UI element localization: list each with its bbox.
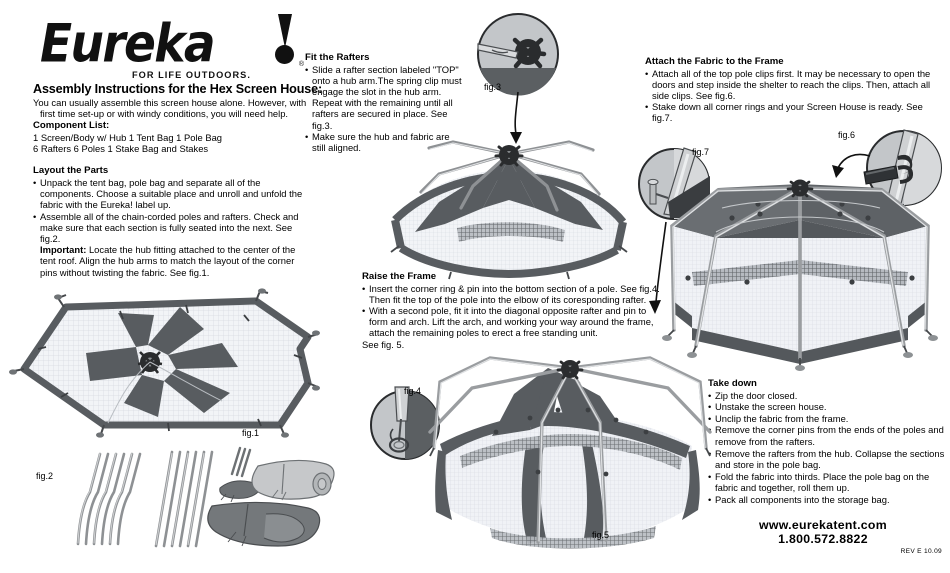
figure-2-label: fig.2 [36,471,54,481]
figure-3-label: fig.3 [484,82,502,92]
fit-the-rafters-bullets: Slide a rafter section labeled "TOP" ont… [305,64,463,154]
list-item: Unclip the fabric from the frame. [708,413,946,425]
raise-the-frame-trailing: See fig. 5. [362,338,405,350]
list-item: Fold the fabric into thirds. Place the p… [708,471,946,494]
figure-1-label: fig.1 [242,428,260,438]
hub-fitting [494,145,524,167]
layout-the-parts-bullets: Unpack the tent bag, pole bag and separa… [33,177,311,244]
brand-name: Eureka [40,13,216,76]
footer: www.eurekatent.com 1.800.572.8822 REV E … [700,518,946,555]
important-note: Locate the hub fitting attached to the c… [40,244,296,278]
figure-5-label: fig.5 [592,530,610,540]
figure-7-corner-ring-callout [638,147,710,220]
important-label: Important: [40,244,87,256]
list-item: Attach all of the top pole clips first. … [645,68,941,102]
hub-fitting-zoom [510,37,547,69]
list-item: With a second pole, fit it into the diag… [362,305,662,339]
phone-number[interactable]: 1.800.572.8822 [778,532,868,546]
list-item: Stake down all corner rings and your Scr… [645,101,941,123]
hub-fitting [786,179,814,198]
figure-1-fabric-layout [9,288,320,438]
registered-trademark: ® [298,61,304,68]
component-list-line-1: 1 Screen/Body w/ Hub 1 Tent Bag 1 Pole B… [33,132,223,143]
column-attach-the-fabric: Attach the Fabric to the Frame Attach al… [645,56,941,124]
list-item: Unstake the screen house. [708,401,946,413]
completed-screen-house-illustration [662,179,938,371]
list-item: Unpack the tent bag, pole bag and separa… [33,177,311,211]
figure-4-corner-ring-pin-callout [370,386,440,460]
figure-3-hub-detail-callout [477,13,559,96]
figure-5-erected-frame-illustration [428,356,712,549]
list-item: Assemble all of the chain-corded poles a… [33,211,311,245]
figure-4-label: fig.4 [404,386,422,396]
column-fit-the-rafters: Fit the Rafters Slide a rafter section l… [305,52,463,153]
figure-2-poles-and-bags [76,446,335,548]
list-item: Zip the door closed. [708,390,946,402]
figure-6-pointer-arrow [832,153,871,178]
list-item: Insert the corner ring & pin into the bo… [362,283,662,305]
fit-the-rafters-heading: Fit the Rafters [305,52,370,63]
list-item: Remove the rafters from the hub. Collaps… [708,448,946,471]
raise-the-frame-heading: Raise the Frame [362,271,437,282]
list-item: Pack all components into the storage bag… [708,494,946,506]
intro-paragraph: You can usually assemble this screen hou… [33,97,307,120]
figure-7-pointer-arrow [649,221,667,314]
list-item: Slide a rafter section labeled "TOP" ont… [305,64,463,131]
figure-6-label: fig.6 [838,130,856,140]
attach-the-fabric-heading: Attach the Fabric to the Frame [645,56,784,67]
layout-the-parts-heading: Layout the Parts [33,165,109,177]
attach-the-fabric-bullets: Attach all of the top pole clips first. … [645,68,941,124]
page-title: Assembly Instructions for the Hex Screen… [33,82,322,96]
hub-fitting [556,360,584,380]
list-item: Make sure the hub and fabric are still a… [305,131,463,153]
component-list-heading: Component List: [33,120,110,132]
column-raise-the-frame: Raise the Frame Insert the corner ring &… [362,271,662,350]
take-down-heading: Take down [708,378,757,389]
figure-3-rafters-on-hub-illustration [390,140,628,280]
tent-bag [207,501,321,547]
revision-code: REV E 10.09 [900,548,942,555]
brand-logo: Eureka ® [40,13,310,76]
figure-3-pointer-arrow [510,91,522,144]
raise-the-frame-bullets: Insert the corner ring & pin into the bo… [362,283,662,339]
column-take-down: Take down Zip the door closed. Unstake t… [708,378,946,506]
list-item: Remove the corner pins from the ends of … [708,424,946,447]
website-url[interactable]: www.eurekatent.com [759,518,887,532]
component-list-line-2: 6 Rafters 6 Poles 1 Stake Bag and Stakes [33,143,209,155]
take-down-bullets: Zip the door closed. Unstake the screen … [708,390,946,506]
figure-6-pole-clip-callout [863,129,942,209]
column-left-text: You can usually assemble this screen hou… [33,97,311,278]
exclamation-mark-icon [275,14,294,64]
figure-7-label: fig.7 [692,147,710,157]
brand-tagline: FOR LIFE OUTDOORS. [132,70,251,80]
pole-bag [251,459,335,501]
